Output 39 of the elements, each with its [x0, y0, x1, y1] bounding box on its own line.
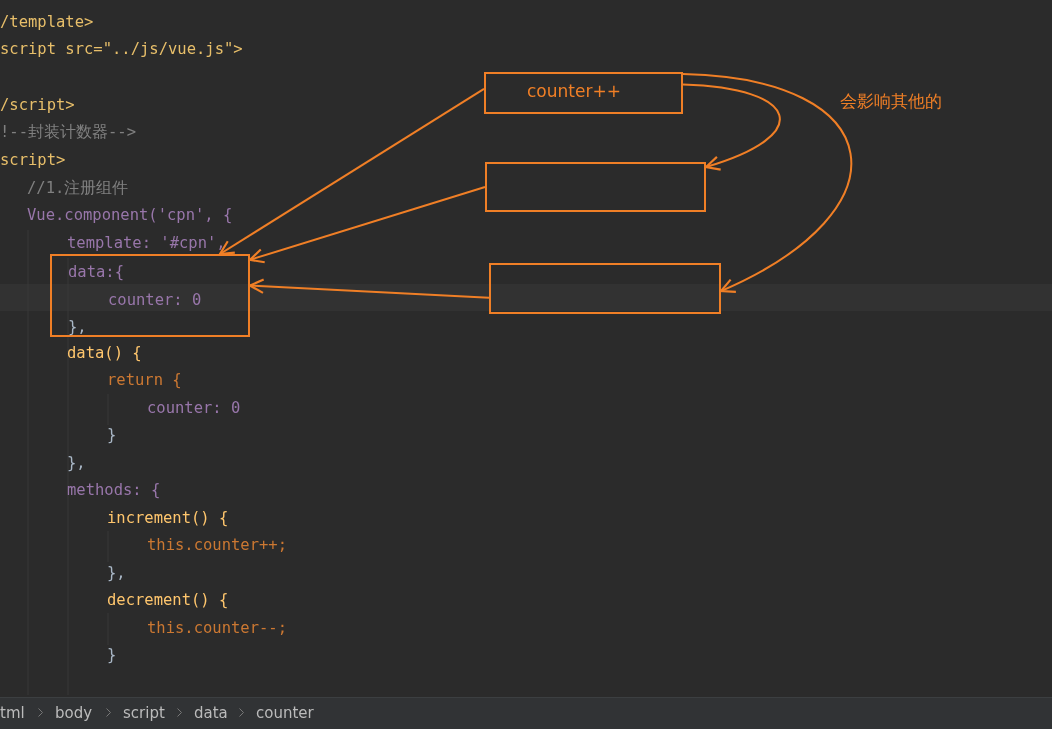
code-line: template: '#cpn', — [67, 233, 226, 254]
code-line: script> — [0, 150, 66, 171]
breadcrumb-item: body — [55, 703, 93, 723]
code-line: decrement() { — [107, 590, 229, 611]
highlight-box — [50, 254, 250, 337]
code-line: //1.注册组件 — [27, 178, 129, 199]
breadcrumb-item: data — [194, 703, 228, 723]
breadcrumb-item: script — [123, 703, 165, 723]
code-line: Vue.component('cpn', { — [27, 205, 233, 226]
breadcrumb-item: counter — [256, 703, 314, 723]
code-line: } — [107, 425, 117, 446]
edge-label: 会影响其他的 — [840, 90, 942, 113]
arrow — [248, 186, 486, 264]
highlight-box — [484, 72, 683, 114]
arrow — [218, 87, 485, 256]
code-line: return { — [107, 370, 182, 391]
arrow — [248, 278, 490, 299]
highlight-box — [489, 263, 721, 314]
code-line: data:{ — [68, 262, 124, 283]
highlight-box — [485, 162, 706, 212]
code-line: /template> — [0, 12, 94, 33]
code-line: this.counter--; — [147, 618, 287, 639]
code-line: }, — [67, 453, 86, 474]
code-line: counter: 0 — [108, 290, 202, 311]
code-line: increment() { — [107, 508, 229, 529]
code-line: /script> — [0, 95, 75, 116]
arrow — [682, 73, 852, 293]
code-line: methods: { — [67, 480, 161, 501]
annotation-text: counter++ — [527, 81, 621, 101]
code-line: data() { — [67, 343, 142, 364]
arrow — [682, 83, 781, 171]
code-line: }, — [107, 563, 126, 584]
code-line: }, — [68, 317, 87, 338]
code-line: counter: 0 — [147, 398, 241, 419]
code-line: this.counter++; — [147, 535, 287, 556]
breadcrumb-item: tml — [0, 703, 25, 723]
code-line: script src="../js/vue.js"> — [0, 39, 243, 60]
code-line: } — [107, 645, 117, 666]
code-line: !--封装计数器--> — [0, 122, 136, 143]
